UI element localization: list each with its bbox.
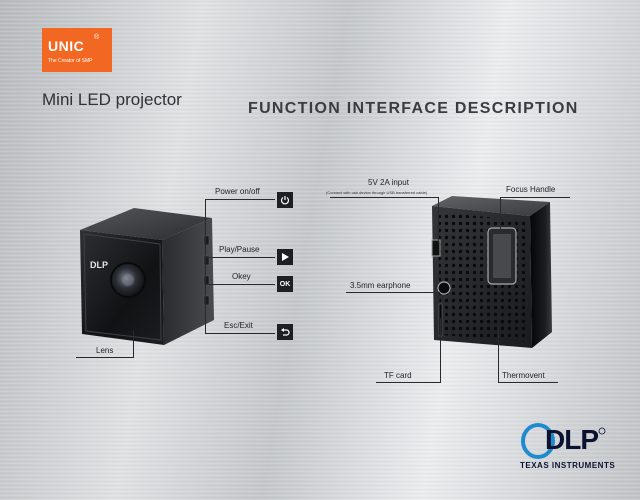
tf-card-label: TF card xyxy=(384,371,412,380)
thermo-leader-h xyxy=(498,382,558,383)
esc-label: Esc/Exit xyxy=(224,321,253,330)
device-dlp-mark: DLP xyxy=(90,260,108,270)
play-icon xyxy=(277,249,293,265)
dlp-texas-instruments-badge: DLP TEXAS INSTRUMENTS xyxy=(518,420,628,480)
dlp-ring-icon xyxy=(521,423,606,459)
power-leader-line xyxy=(205,199,275,200)
lens-label: Lens xyxy=(96,346,114,355)
tf-leader-v xyxy=(440,318,441,382)
ok-icon-text: OK xyxy=(279,280,291,288)
usb-input-label: 5V 2A input xyxy=(368,178,409,187)
lens-leader-h xyxy=(76,357,134,358)
power-label: Power on/off xyxy=(215,187,260,196)
focus-leader-v xyxy=(500,197,501,233)
return-icon xyxy=(277,324,293,340)
usb-input-note: (Connect with usb device through USB tra… xyxy=(326,190,428,195)
tf-leader-h xyxy=(376,382,441,383)
earphone-leader xyxy=(346,292,440,293)
usb-leader-h xyxy=(330,197,438,198)
logo-text: UNIC xyxy=(48,38,85,54)
section-title: FUNCTION INTERFACE DESCRIPTION xyxy=(248,100,579,117)
lens-leader-v xyxy=(133,330,134,357)
texas-instruments-text: TEXAS INSTRUMENTS xyxy=(520,461,616,470)
registered-mark: ® xyxy=(94,34,100,41)
unic-logo: UNIC ® The Creator of SMP xyxy=(42,28,112,72)
projector-rear xyxy=(431,196,552,348)
earphone-label: 3.5mm earphone xyxy=(350,281,411,290)
focus-handle-label: Focus Handle xyxy=(506,185,556,194)
thermovent-label: Thermovent xyxy=(502,371,545,380)
projector-front xyxy=(80,208,214,345)
product-title: Mini LED projector xyxy=(42,90,182,109)
focus-leader-h xyxy=(500,197,570,198)
dlp-logo-text: DLP xyxy=(545,424,599,455)
power-icon xyxy=(277,192,293,208)
usb-leader-v xyxy=(438,197,439,243)
logo-tagline: The Creator of SMP xyxy=(48,58,93,64)
ok-icon: OK xyxy=(277,276,293,292)
okey-label: Okey xyxy=(232,272,251,281)
esc-leader-line xyxy=(205,333,275,334)
thermo-leader-v xyxy=(498,326,499,382)
front-bracket-line xyxy=(205,199,206,333)
okey-leader-line xyxy=(205,284,275,285)
play-leader-line xyxy=(205,257,275,258)
play-label: Play/Pause xyxy=(219,245,260,254)
